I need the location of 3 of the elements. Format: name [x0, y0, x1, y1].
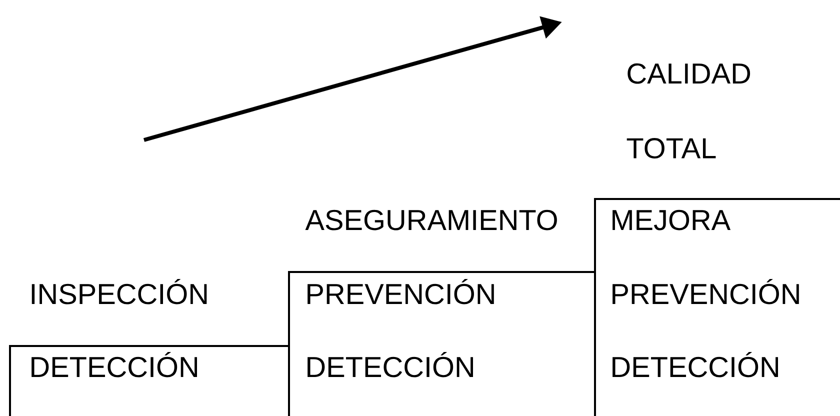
column-box: INSPECCIÓN DETECCIÓN [9, 278, 289, 416]
column-box: ASEGURAMIENTO PREVENCIÓN DETECCIÓN [288, 210, 595, 416]
column-box: CALIDAD TOTAL MEJORA PREVENCIÓN DETECCIÓN [594, 63, 840, 416]
